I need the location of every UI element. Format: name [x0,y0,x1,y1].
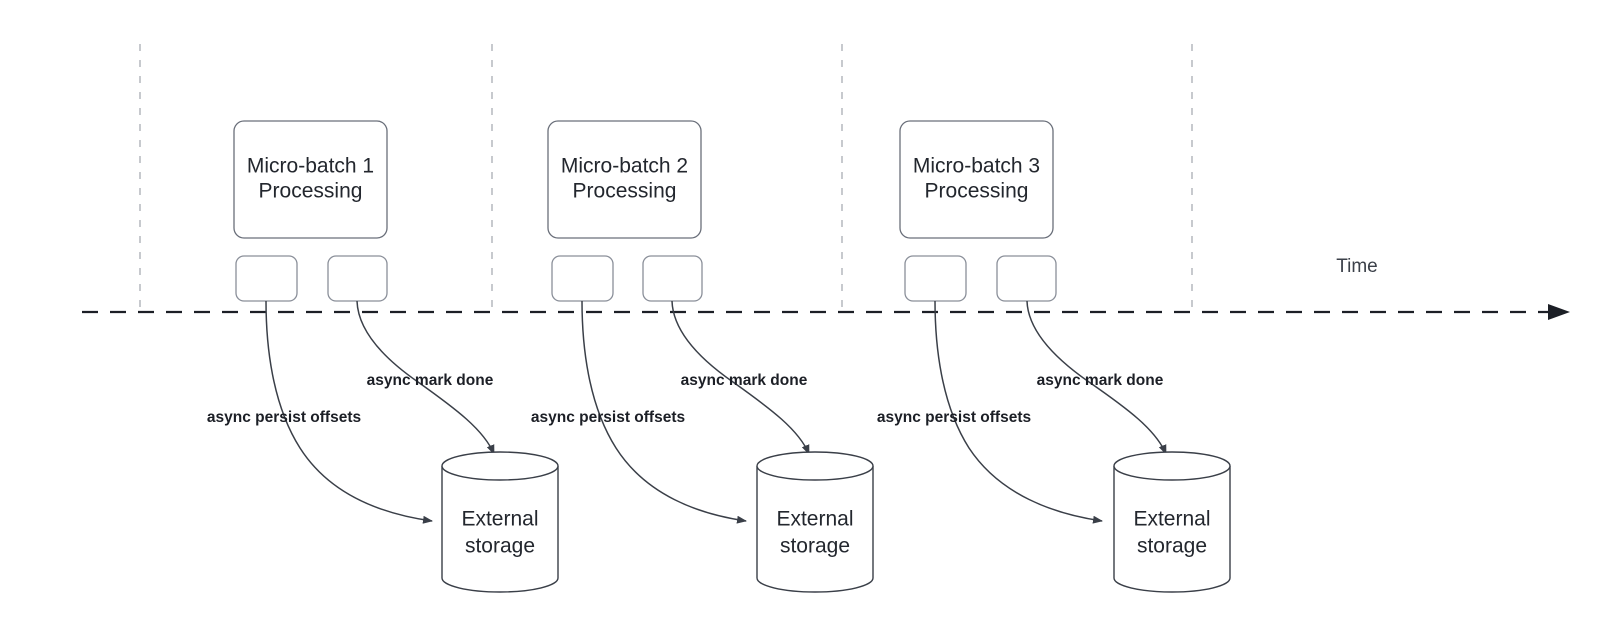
group-3-storage-label-line1: External [1133,508,1210,531]
group-1-storage-cylinder-top [441,451,559,481]
group-1-persist-offsets-edge [265,300,433,524]
group-2-persist-offsets-edge [581,300,747,524]
separator-group [139,44,1193,312]
group-1-persist-offsets-label: async persist offsets [207,409,361,426]
micro-batch-2-label-line1: Micro-batch 2 [561,155,688,178]
group-2-persist-task-box[interactable] [551,255,614,302]
group-2-persist-offsets-label: async persist offsets [531,409,685,426]
group-3-persist-offsets-label: async persist offsets [877,409,1031,426]
group-1-storage-label-line2: storage [465,535,535,558]
time-axis-arrowhead [1548,304,1570,320]
group-1: Micro-batch 1 Processing async persist o… [207,120,559,593]
group-3-mark-done-task-box[interactable] [996,255,1057,302]
micro-batch-2-box[interactable] [547,120,702,239]
group-3-mark-done-edge [1026,300,1167,455]
group-2-storage-cylinder-body [756,466,874,593]
time-axis-label: Time [1336,256,1378,277]
group-2-mark-done-label: async mark done [681,372,808,389]
micro-batch-1-label-line1: Micro-batch 1 [247,155,374,178]
micro-batch-3-label-line1: Micro-batch 3 [913,155,1040,178]
group-3-persist-offsets-edge [934,300,1103,524]
micro-batch-3-box[interactable] [899,120,1054,239]
group-1-mark-done-task-box[interactable] [327,255,388,302]
group-1-persist-task-box[interactable] [235,255,298,302]
micro-batch-1-label-line2: Processing [259,180,363,203]
group-3-persist-task-box[interactable] [904,255,967,302]
group-2-mark-done-task-box[interactable] [642,255,703,302]
micro-batch-1-box[interactable] [233,120,388,239]
group-3-storage-cylinder-body [1113,466,1231,593]
group-1-storage-cylinder-body [441,466,559,593]
group-2-storage-label-line1: External [776,508,853,531]
group-3: Micro-batch 3 Processing async persist o… [877,120,1231,593]
group-3-storage-cylinder-top [1113,451,1231,481]
time-axis: Time [82,256,1570,320]
group-3-storage-label-line2: storage [1137,535,1207,558]
group-1-storage-label-line1: External [461,508,538,531]
group-2-mark-done-edge [671,300,810,455]
group-2-storage-label-line2: storage [780,535,850,558]
group-1-mark-done-label: async mark done [367,372,494,389]
micro-batch-2-label-line2: Processing [573,180,677,203]
group-1-mark-done-edge [356,300,495,455]
group-2: Micro-batch 2 Processing async persist o… [531,120,874,593]
group-3-mark-done-label: async mark done [1037,372,1164,389]
micro-batch-3-label-line2: Processing [925,180,1029,203]
group-2-storage-cylinder-top [756,451,874,481]
